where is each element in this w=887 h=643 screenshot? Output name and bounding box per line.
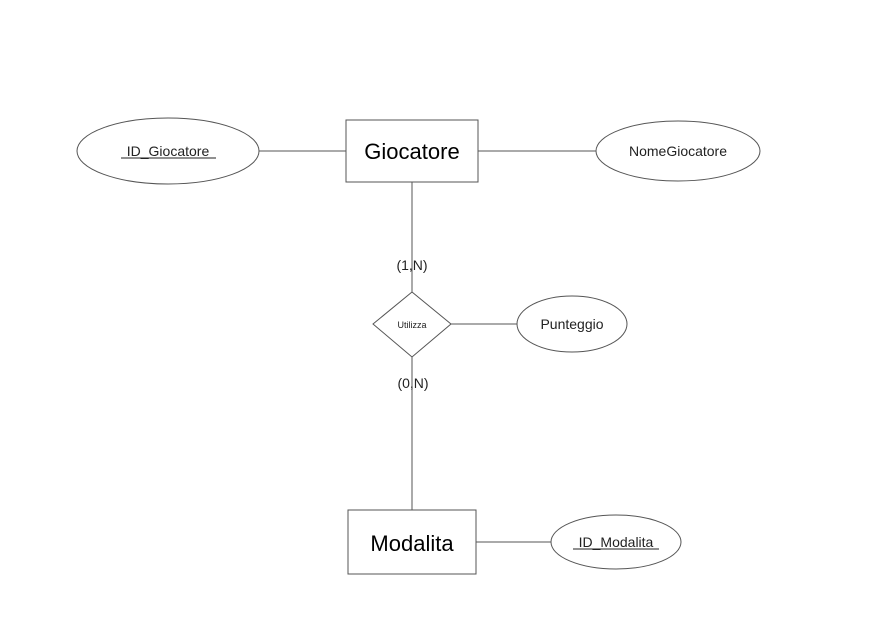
- relationship-utilizza[interactable]: Utilizza: [372, 291, 452, 358]
- attribute-ellipse: [516, 295, 628, 353]
- entity-label-giocatore: Giocatore: [364, 139, 459, 164]
- entity-box: [347, 509, 477, 575]
- relationship-diamond: [372, 291, 452, 358]
- attribute-ellipse: [76, 117, 260, 185]
- relationship-label-utilizza: Utilizza: [397, 320, 426, 330]
- attribute-label-nome-giocatore: NomeGiocatore: [629, 143, 727, 159]
- attribute-label-id-modalita: ID_Modalita: [579, 534, 654, 550]
- attribute-id-giocatore[interactable]: ID_Giocatore: [76, 117, 260, 185]
- cardinality-giocatore: (1,N): [396, 257, 427, 273]
- attribute-ellipse: [595, 120, 761, 182]
- attribute-nome-giocatore[interactable]: NomeGiocatore: [595, 120, 761, 182]
- attribute-ellipse: [550, 514, 682, 570]
- attribute-id-modalita[interactable]: ID_Modalita: [550, 514, 682, 570]
- attribute-label-punteggio: Punteggio: [540, 316, 603, 332]
- attribute-label-id-giocatore: ID_Giocatore: [127, 143, 210, 159]
- attribute-punteggio[interactable]: Punteggio: [516, 295, 628, 353]
- entity-box: [345, 119, 479, 183]
- cardinality-modalita: (0,N): [397, 375, 428, 391]
- entity-label-modalita: Modalita: [370, 531, 454, 556]
- entity-giocatore[interactable]: Giocatore: [345, 119, 479, 183]
- entity-modalita[interactable]: Modalita: [347, 509, 477, 575]
